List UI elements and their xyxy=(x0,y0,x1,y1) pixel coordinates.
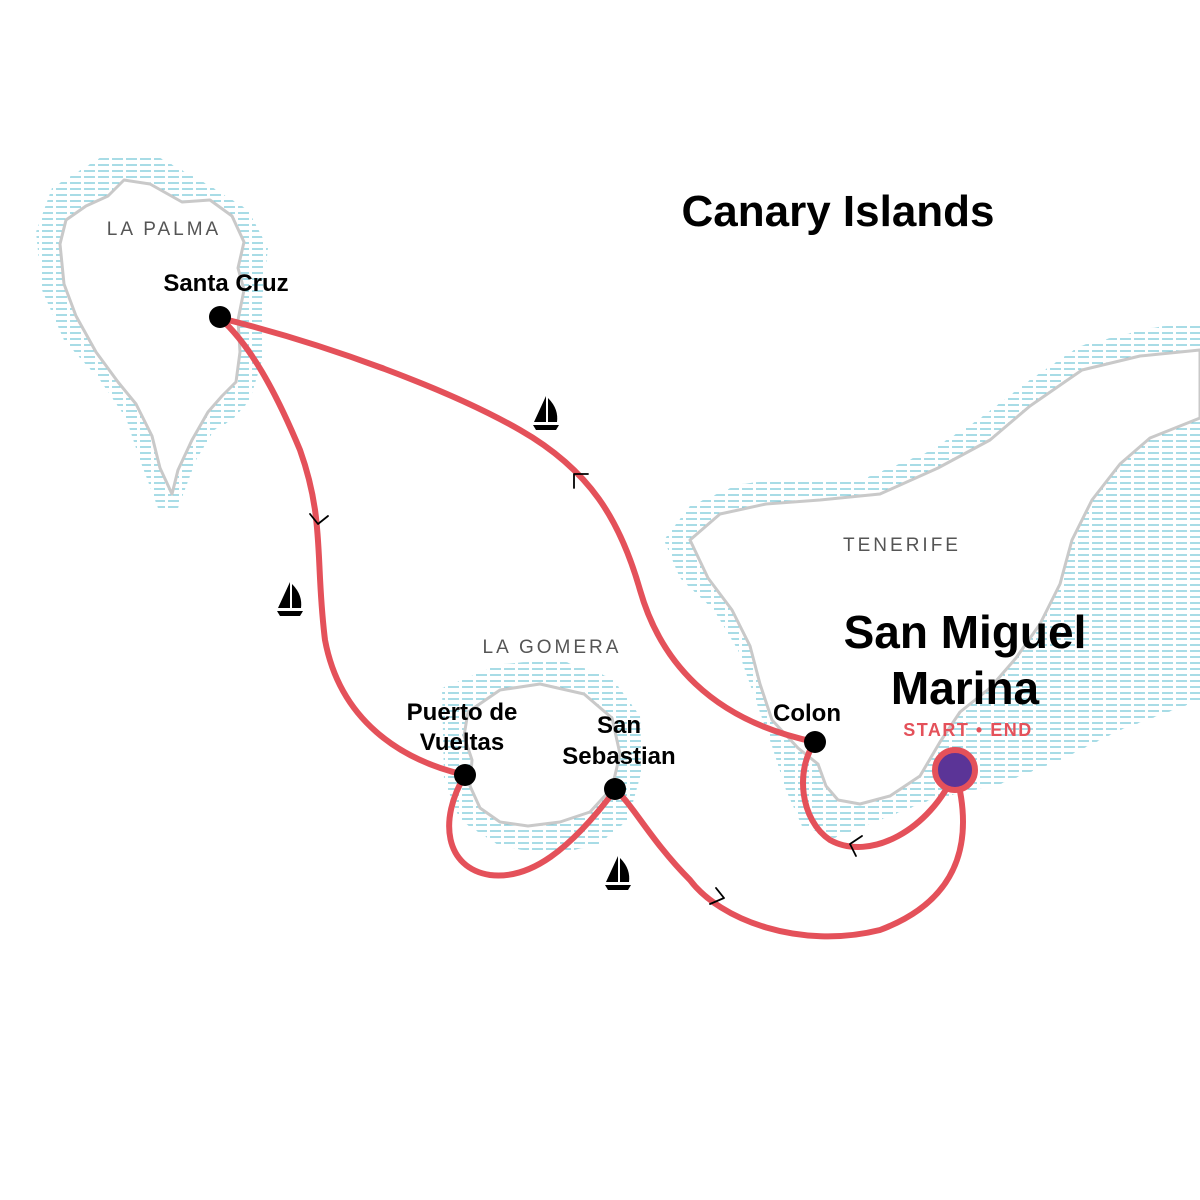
san-miguel-marina-label-line1: San Miguel xyxy=(844,606,1087,658)
route-segment-santa-cruz-to-colon xyxy=(217,315,818,745)
san-sebastian-label-line1: San xyxy=(597,712,641,739)
route-segment-colon-to-miguel xyxy=(800,739,958,850)
la-palma-coast xyxy=(58,178,246,496)
island-la-gomera xyxy=(442,660,642,854)
sailboat-icon xyxy=(605,856,631,890)
san-miguel-marina-label-line2: Marina xyxy=(891,662,1040,714)
colon-label: Colon xyxy=(773,700,841,727)
puerto-de-vueltas-marker[interactable] xyxy=(454,764,476,786)
colon-marker[interactable] xyxy=(804,731,826,753)
route-segment-miguel-to-sebastian xyxy=(612,767,966,940)
direction-arrow-icon xyxy=(573,473,589,489)
route-arrows xyxy=(309,473,863,905)
map-title: Canary Islands xyxy=(681,187,994,236)
san-sebastian-label-line2: Sebastian xyxy=(562,743,675,770)
start-end-tag: START • END xyxy=(903,720,1032,740)
san-sebastian-marker[interactable] xyxy=(604,778,626,800)
sailboat-icon xyxy=(277,582,303,616)
port-markers xyxy=(209,306,978,800)
puerto-de-vueltas-label-line1: Puerto de xyxy=(407,699,518,726)
la-gomera-label: LA GOMERA xyxy=(483,637,622,658)
sailboats xyxy=(277,396,631,890)
puerto-de-vueltas-label-line2: Vueltas xyxy=(420,729,504,756)
direction-arrow-icon xyxy=(309,513,329,525)
island-la-palma xyxy=(36,158,268,508)
tenerife-label: TENERIFE xyxy=(843,535,961,556)
route-segment-puerto-to-santa-cruz xyxy=(217,315,468,778)
san-miguel-marina-marker[interactable] xyxy=(932,747,978,793)
direction-arrow-icon xyxy=(709,887,725,905)
santa-cruz-label: Santa Cruz xyxy=(163,270,288,297)
direction-arrow-icon xyxy=(849,835,863,857)
route-segment-sebastian-to-puerto xyxy=(446,772,618,879)
santa-cruz-marker[interactable] xyxy=(209,306,231,328)
island-tenerife xyxy=(664,322,1200,838)
la-palma-label: LA PALMA xyxy=(107,219,221,240)
cruise-route xyxy=(217,315,966,940)
sailboat-icon xyxy=(533,396,559,430)
